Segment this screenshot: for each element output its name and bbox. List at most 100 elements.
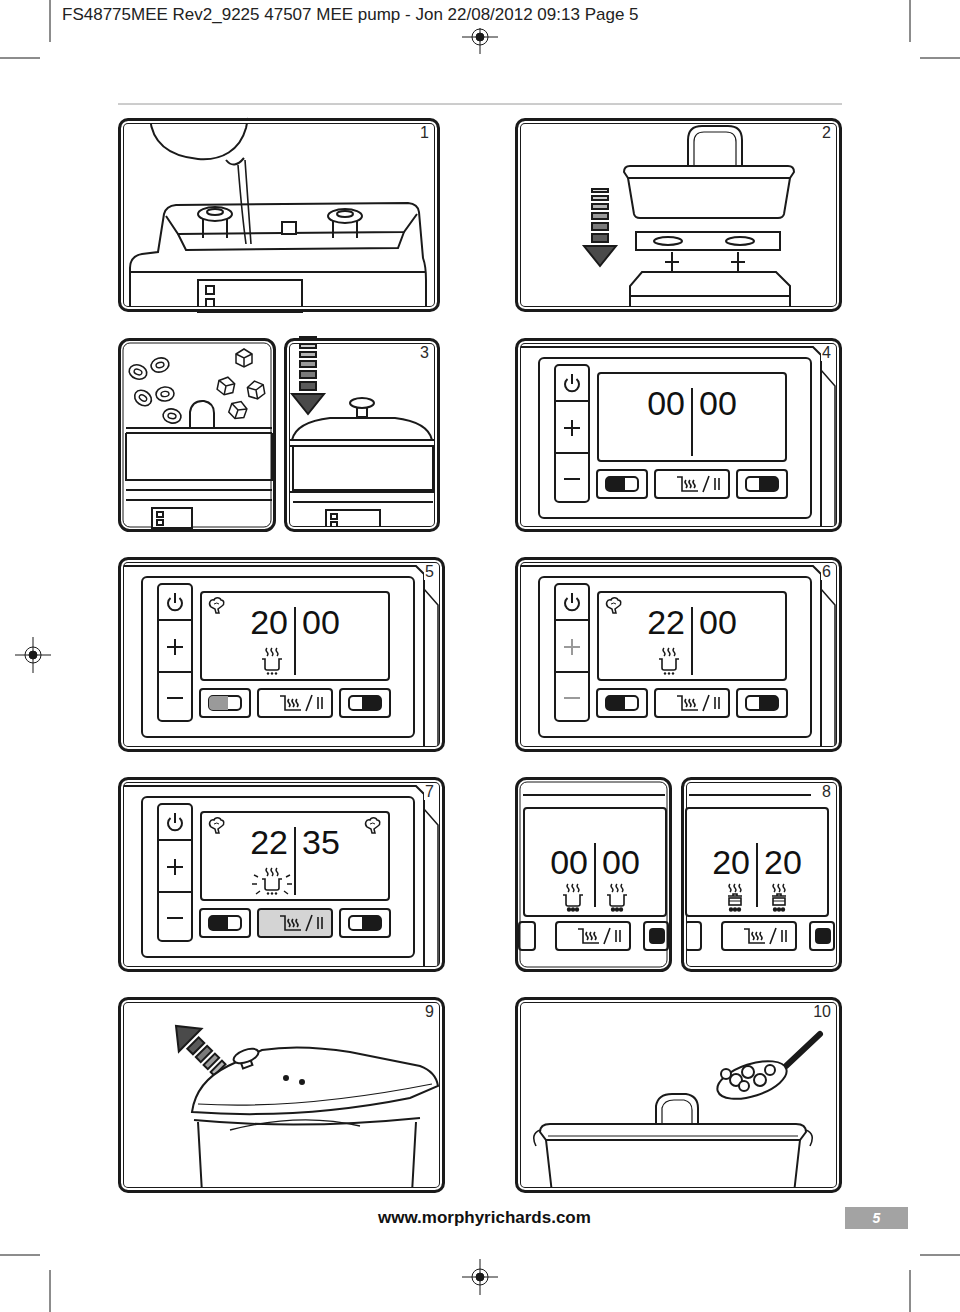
display-detail-illustration <box>607 884 627 911</box>
food-illustration <box>157 512 163 517</box>
step-number: 10 <box>812 1004 832 1020</box>
lid-lift-illustration <box>284 1076 288 1080</box>
registration-mark <box>476 33 484 41</box>
display-detail-illustration <box>594 843 596 907</box>
control-panel-illustration <box>691 388 693 456</box>
control-panel-illustration <box>294 827 296 895</box>
step-number: 7 <box>424 784 435 800</box>
registration-mark <box>15 28 498 1295</box>
control-panel-illustration <box>252 868 292 895</box>
control-panel-illustration <box>122 786 438 969</box>
display-detail-illustration <box>578 928 620 944</box>
display-detail-illustration <box>744 928 786 944</box>
lid-lift-illustration <box>230 1120 360 1130</box>
assembly-illustration <box>665 252 745 272</box>
steamer-base-illustration <box>226 158 244 165</box>
control-panel-illustration <box>294 607 296 675</box>
control-panel-illustration <box>122 786 438 969</box>
page-number-tab: 5 <box>845 1207 908 1229</box>
control-panel-illustration <box>519 347 835 530</box>
serving-illustration <box>713 1054 791 1107</box>
lid-lift-illustration <box>198 1122 416 1193</box>
registration-mark <box>462 28 498 54</box>
food-illustration <box>126 490 272 500</box>
registration-mark <box>472 1269 488 1285</box>
food-illustration <box>236 349 252 367</box>
assembly-illustration <box>726 237 754 245</box>
registration-mark <box>476 1273 484 1281</box>
serving-illustration <box>656 1094 698 1128</box>
time-digits: 22 <box>250 825 288 859</box>
sub-panel-frame <box>520 782 667 967</box>
food-illustration <box>132 387 155 409</box>
time-digits: 00 <box>699 386 737 420</box>
step-panel: 4 00 00 <box>515 338 842 532</box>
lid-illustration <box>331 514 337 519</box>
lid-illustration <box>289 492 435 502</box>
page-number: 5 <box>873 1210 881 1226</box>
lcd-display: 2200 <box>597 591 787 681</box>
lcd-display: 00 00 <box>597 372 787 462</box>
display-detail-illustration <box>519 795 668 950</box>
step-number: 9 <box>424 1004 435 1020</box>
serving-illustration <box>534 1034 820 1193</box>
control-panel-illustration <box>167 639 183 698</box>
control-panel-illustration <box>607 598 621 613</box>
serving-illustration <box>742 1066 754 1078</box>
food-illustration <box>162 408 182 425</box>
lcd-display: 2020 <box>685 807 829 917</box>
control-panel-illustration <box>564 639 580 698</box>
step-number: 5 <box>424 564 435 580</box>
display-detail-illustration <box>722 922 796 950</box>
steamer-base-illustration <box>282 222 296 234</box>
steamer-base-illustration <box>198 207 232 221</box>
food-illustration <box>155 386 174 402</box>
serving-illustration <box>540 1124 806 1140</box>
time-digits: 22 <box>647 605 685 639</box>
website-url: www.morphyrichards.com <box>378 1208 591 1227</box>
food-illustration <box>190 401 214 428</box>
serving-illustration <box>786 1034 820 1066</box>
control-panel-illustration <box>210 818 224 833</box>
lid-lift-illustration <box>194 1118 420 1125</box>
control-panel-illustration <box>209 916 241 930</box>
serving-illustration <box>754 1074 766 1086</box>
time-digits: 00 <box>647 386 685 420</box>
control-panel-illustration <box>167 859 183 918</box>
crop-marks <box>0 0 960 58</box>
control-panel-illustration <box>252 875 292 894</box>
lcd-display: 2000 <box>200 591 390 681</box>
step-panel: 2 <box>515 118 842 312</box>
food-illustration <box>157 520 163 525</box>
control-panel-illustration <box>746 696 778 710</box>
lid-lift-illustration <box>198 1084 432 1105</box>
steamer-base-illustration <box>206 299 214 307</box>
lcd-display: 0000 <box>523 807 667 917</box>
food-illustration <box>149 356 170 374</box>
display-detail-illustration <box>689 794 811 796</box>
control-panel-illustration <box>122 566 438 749</box>
steamer-base-illustration <box>130 203 426 312</box>
serving-illustration <box>548 1135 798 1136</box>
time-digits: 00 <box>550 845 588 879</box>
lid-lift-illustration <box>192 1047 438 1114</box>
step-number: 4 <box>821 345 832 361</box>
sub-panel-frame <box>517 779 671 971</box>
assembly-illustration <box>624 166 794 178</box>
lid-lift-illustration <box>232 1046 261 1066</box>
control-panel-illustration <box>606 696 638 710</box>
lid-lift-illustration <box>300 1080 304 1084</box>
assembly-illustration <box>628 178 790 218</box>
display-detail-illustration <box>523 794 665 796</box>
steamer-base-illustration <box>337 211 353 217</box>
control-panel-illustration <box>209 696 241 710</box>
serving-illustration <box>534 1130 813 1146</box>
assembly-illustration <box>636 232 780 250</box>
display-detail-illustration <box>650 929 664 943</box>
lcd-display: 2235 <box>200 811 390 901</box>
step-panel: 3 <box>284 338 440 532</box>
serving-illustration <box>662 1100 692 1126</box>
lid-illustration <box>292 418 432 440</box>
lid-illustration <box>289 337 435 530</box>
